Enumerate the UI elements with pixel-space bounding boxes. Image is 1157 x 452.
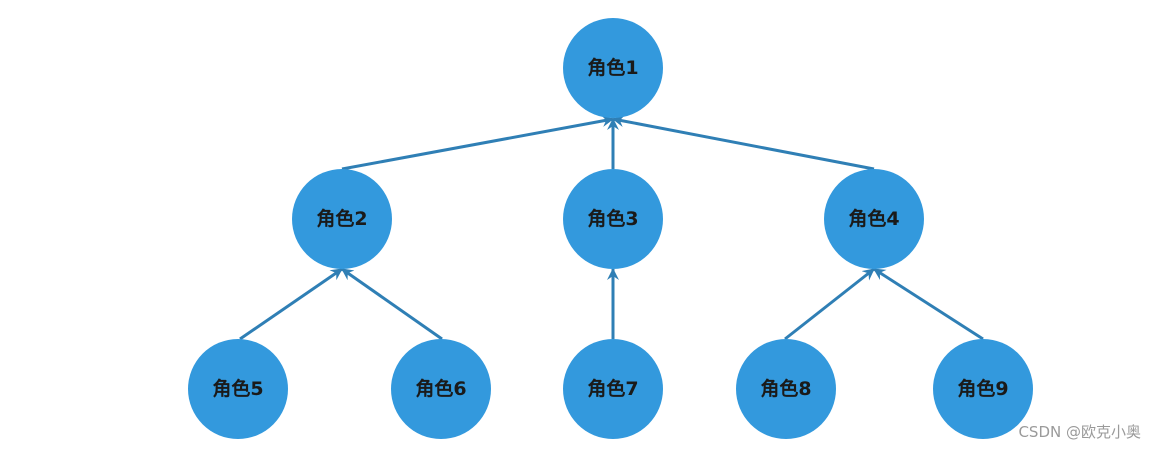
edge-n2-n1 — [341, 115, 614, 171]
node-circle — [292, 169, 392, 269]
node-label: 角色6 — [415, 377, 466, 400]
node-circle — [563, 339, 663, 439]
node-label: 角色8 — [760, 377, 811, 400]
node-role-4[interactable]: 角色4 — [824, 169, 924, 269]
node-label: 角色9 — [957, 377, 1008, 400]
edge-n8-n4 — [784, 267, 875, 341]
node-label: 角色3 — [587, 207, 638, 230]
node-circle — [563, 18, 663, 118]
node-role-6[interactable]: 角色6 — [391, 339, 491, 439]
edges — [239, 115, 984, 341]
node-circle — [391, 339, 491, 439]
node-circle — [563, 169, 663, 269]
node-label: 角色1 — [587, 56, 638, 79]
node-label: 角色5 — [212, 377, 263, 400]
node-role-3[interactable]: 角色3 — [563, 169, 663, 269]
node-circle — [188, 339, 288, 439]
node-role-9[interactable]: 角色9 — [933, 339, 1033, 439]
node-label: 角色4 — [848, 207, 899, 230]
node-role-7[interactable]: 角色7 — [563, 339, 663, 439]
node-role-5[interactable]: 角色5 — [188, 339, 288, 439]
edge-n6-n2 — [341, 267, 443, 341]
node-circle — [933, 339, 1033, 439]
edge-n4-n1 — [612, 115, 875, 171]
node-role-8[interactable]: 角色8 — [736, 339, 836, 439]
node-circle — [736, 339, 836, 439]
edge-n5-n2 — [239, 267, 343, 341]
csdn-watermark: CSDN @欧克小奥 — [1018, 423, 1141, 441]
node-label: 角色2 — [316, 207, 367, 230]
node-role-2[interactable]: 角色2 — [292, 169, 392, 269]
node-role-1[interactable]: 角色1 — [563, 18, 663, 118]
edge-n9-n4 — [873, 267, 984, 341]
node-circle — [824, 169, 924, 269]
nodes: 角色1 角色2 角色3 角色4 角色5 角色6 角色7 角色8 — [188, 18, 1033, 439]
node-label: 角色7 — [587, 377, 638, 400]
